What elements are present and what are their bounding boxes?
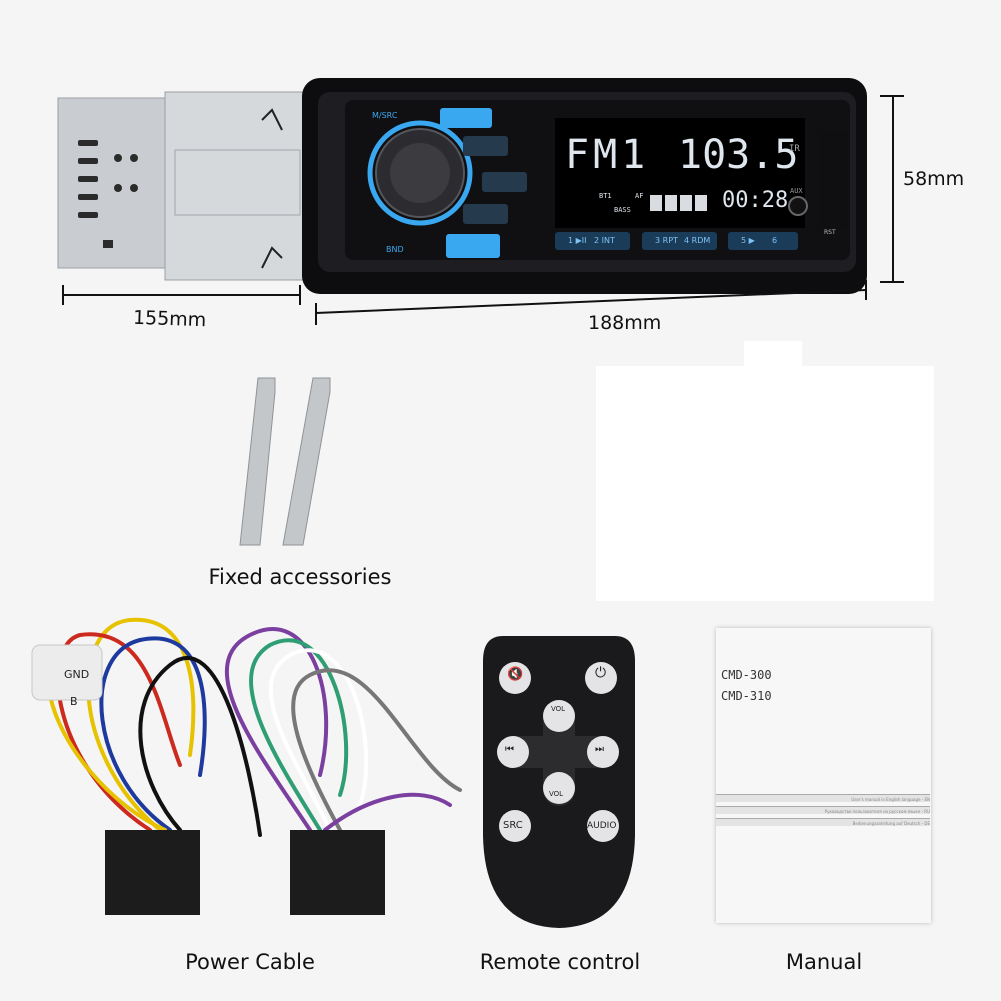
remote-power-icon: ⏻ xyxy=(595,665,607,681)
preset-button-3-4[interactable] xyxy=(642,232,717,250)
metal-chassis-cage xyxy=(164,91,306,281)
connector-left xyxy=(105,830,200,915)
manual-lang-2: Руководство пользователя на русском язык… xyxy=(716,806,930,814)
fixed-accessories-image xyxy=(239,377,331,546)
preset-label-2: 2 INT xyxy=(594,236,615,245)
search-button[interactable] xyxy=(482,172,527,192)
metal-chassis-rear xyxy=(57,97,171,269)
remote-vol-up-label: VOL xyxy=(551,705,566,713)
product-main-view: FM1 103.5 IR BT1 AF BASS 00:28 AUX M/SRC… xyxy=(0,0,1001,340)
level-meter xyxy=(650,195,707,211)
remote-prev-button[interactable] xyxy=(497,736,529,768)
aux-jack xyxy=(788,196,808,216)
lcd-ir-label: IR xyxy=(789,144,800,154)
remote-audio-label: AUDIO xyxy=(587,821,617,831)
volume-knob-ring xyxy=(367,120,473,226)
remote-vol-down-button[interactable] xyxy=(543,772,575,804)
manual-lang-1: User's manual in English language - EN xyxy=(716,794,930,802)
remote-prev-icon: ⏮ xyxy=(505,744,514,755)
blank-panel xyxy=(596,366,934,601)
preset-button-5-6[interactable] xyxy=(728,232,798,250)
remote-audio-button[interactable] xyxy=(587,810,619,842)
lcd-af-label: AF xyxy=(635,192,644,200)
power-cable-image xyxy=(31,617,462,915)
lcd-bass-label: BASS xyxy=(614,206,631,214)
remote-vol-up-button[interactable] xyxy=(543,700,575,732)
manual-lang-3: Bedienungsanleitung auf Deutsch - DE xyxy=(716,818,930,826)
remote-power-button[interactable] xyxy=(585,662,617,694)
cable-b-tag: B xyxy=(70,695,78,708)
lcd-frequency: 103.5 xyxy=(678,132,799,178)
preset-button-1-2[interactable] xyxy=(555,232,630,250)
aux-label: AUX xyxy=(790,187,803,195)
remote-src-button[interactable] xyxy=(499,810,531,842)
blank-panel-tab xyxy=(744,341,802,367)
caption-manual: Manual xyxy=(785,950,863,974)
preset-label-1: 1 ▶II xyxy=(568,236,587,245)
caption-fixed-accessories: Fixed accessories xyxy=(208,565,392,589)
prev-track-button[interactable] xyxy=(463,204,508,224)
lcd-clock: 00:28 xyxy=(722,188,789,213)
manual-cover xyxy=(716,628,931,923)
cable-gnd-tag: GND xyxy=(64,668,90,681)
manual-model-2: CMD-310 xyxy=(721,689,772,703)
car-radio-illustration xyxy=(57,78,904,325)
mute-button[interactable] xyxy=(440,108,492,128)
lcd-bt-label: BT1 xyxy=(599,192,612,200)
lcd-band: FM1 xyxy=(565,132,650,178)
caption-power-cable: Power Cable xyxy=(185,950,315,974)
depth-label: 155mm xyxy=(132,306,207,332)
src-label: M/SRC xyxy=(372,111,398,120)
remote-mute-button[interactable] xyxy=(499,662,531,694)
caption-remote-control: Remote control xyxy=(479,950,641,974)
preset-label-4: 4 RDM xyxy=(684,236,711,245)
connector-right xyxy=(290,830,385,915)
width-label: 188mm xyxy=(588,312,662,334)
preset-label-6: 6 xyxy=(772,236,778,245)
remote-next-button[interactable] xyxy=(587,736,619,768)
remote-next-icon: ⏭ xyxy=(595,744,604,755)
bnd-label: BND xyxy=(386,245,404,254)
remote-mute-icon: 🔇 xyxy=(507,667,524,682)
slot-label: RST xyxy=(824,229,836,236)
remote-src-label: SRC xyxy=(503,820,523,831)
power-button[interactable] xyxy=(446,234,500,258)
height-label: 58mm xyxy=(903,168,965,190)
next-track-button[interactable] xyxy=(463,136,508,156)
remote-vol-down-label: VOL xyxy=(549,790,564,798)
remote-control-image xyxy=(483,636,635,928)
preset-label-3: 3 RPT xyxy=(655,236,678,245)
manual-model-1: CMD-300 xyxy=(721,668,772,682)
preset-label-5: 5 ▶ xyxy=(741,236,755,245)
